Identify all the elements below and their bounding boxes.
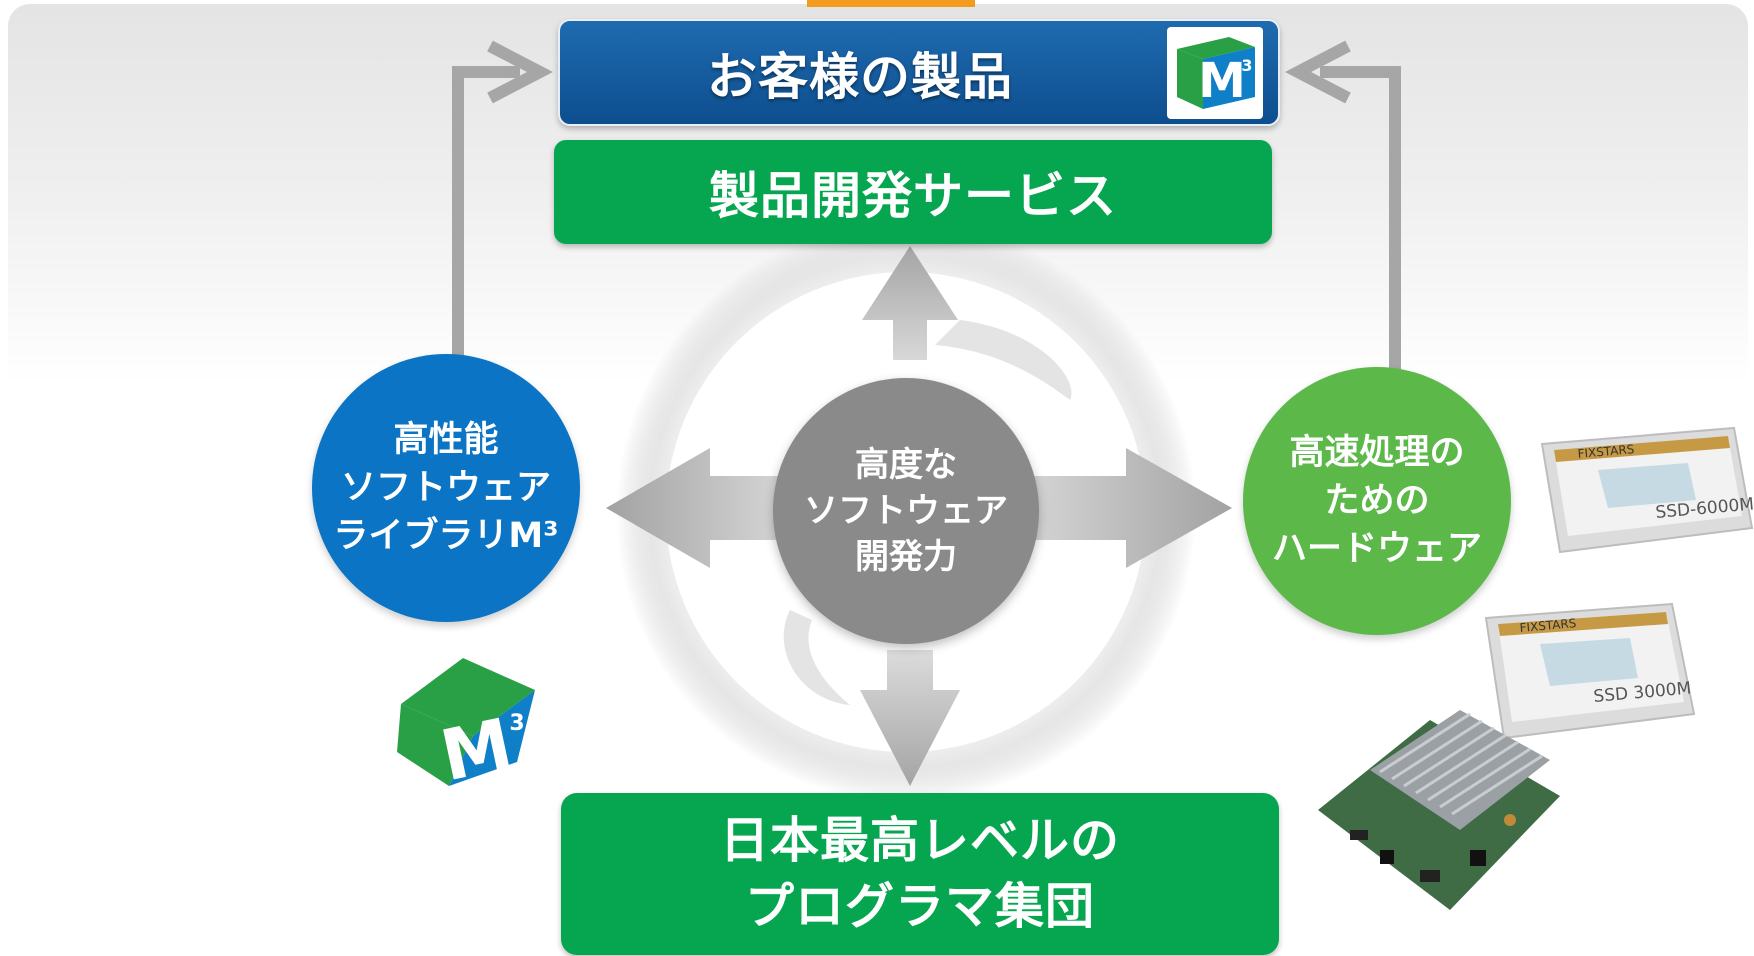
svg-text:FIXSTARS: FIXSTARS — [1519, 616, 1577, 635]
programmers-box: 日本最高レベルの プログラマ集団 — [561, 793, 1279, 955]
customer-product-box: お客様の製品 — [558, 19, 1280, 126]
svg-text:M: M — [1198, 53, 1246, 109]
connector-left — [452, 66, 520, 356]
core-line: 開発力 — [855, 537, 957, 577]
ssd-6000m-image: FIXSTARS SSD-6000M — [1538, 420, 1754, 564]
top-accent-tab — [807, 0, 975, 7]
software-line: ソフトウェア — [340, 468, 551, 508]
hardware-line: ハードウェア — [1271, 529, 1482, 569]
core-line: ソフトウェア — [804, 491, 1008, 531]
hardware-circle: 高速処理の ための ハードウェア — [1243, 367, 1511, 635]
swirl-shape — [935, 320, 1072, 400]
m3-logo-large: M 3 — [393, 652, 543, 797]
ssd-3000m-image: FIXSTARS SSD 3000M — [1482, 598, 1698, 752]
arrow-right — [1030, 448, 1232, 568]
product-dev-service-label: 製品開発サービス — [709, 167, 1117, 225]
arrow-down — [860, 650, 960, 786]
svg-text:M: M — [434, 703, 519, 792]
hardware-line: ための — [1324, 481, 1430, 521]
programmers-line: プログラマ集団 — [744, 878, 1095, 935]
circuit-board-image — [1310, 700, 1572, 934]
core-capability-circle: 高度な ソフトウェア 開発力 — [773, 378, 1039, 644]
m3-logo-small: M 3 — [1167, 27, 1263, 119]
connector-right — [1320, 66, 1401, 370]
software-line: ライブラリM³ — [333, 516, 559, 556]
hardware-line: 高速処理の — [1289, 433, 1465, 473]
product-dev-service-box: 製品開発サービス — [554, 140, 1272, 244]
software-library-circle: 高性能 ソフトウェア ライブラリM³ — [312, 354, 580, 622]
swirl-shape — [783, 610, 850, 705]
svg-text:FIXSTARS: FIXSTARS — [1577, 442, 1635, 461]
programmers-line: 日本最高レベルの — [719, 812, 1120, 869]
svg-text:3: 3 — [1241, 56, 1252, 75]
arrow-up — [862, 246, 958, 360]
core-line: 高度な — [855, 445, 957, 485]
svg-text:3: 3 — [509, 711, 524, 736]
arrow-left — [606, 448, 780, 568]
customer-product-label: お客様の製品 — [707, 47, 1013, 106]
software-line: 高性能 — [393, 420, 499, 460]
